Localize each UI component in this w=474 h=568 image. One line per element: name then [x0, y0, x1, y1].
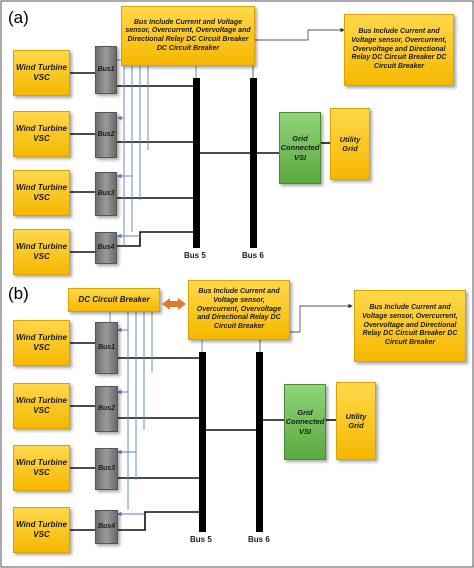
wind-turbine-4-b: Wind Turbine VSC — [13, 507, 70, 553]
bus6-bar-a — [250, 78, 257, 248]
bus6-label-a: Bus 6 — [242, 251, 264, 260]
bus2-b: Bus2 — [95, 386, 118, 432]
wind-turbine-4-a: Wind Turbine VSC — [13, 229, 70, 275]
double-arrow-icon — [162, 298, 186, 310]
bus5-bar-b — [199, 352, 206, 532]
right-sensor-box-a: Bus Include Current and Voltage sensor, … — [344, 14, 454, 86]
bus6-bar-b — [256, 352, 263, 532]
bus5-label-b: Bus 5 — [190, 535, 212, 544]
sensor-box-b: Bus Include Current and Voltage sensor, … — [188, 280, 290, 340]
bus1-a: Bus1 — [95, 46, 117, 94]
bus5-bar-a — [193, 78, 200, 248]
bus5-label-a: Bus 5 — [184, 251, 206, 260]
grid-vsi-b: Grid Connected VSI — [284, 384, 326, 460]
wind-turbine-1-a: Wind Turbine VSC — [13, 50, 70, 96]
wind-turbine-3-a: Wind Turbine VSC — [13, 170, 70, 216]
bus1-b: Bus1 — [95, 322, 118, 374]
utility-grid-a: Utility Grid — [330, 108, 370, 180]
wind-turbine-1-b: Wind Turbine VSC — [13, 320, 70, 366]
grid-vsi-a: Grid Connected VSI — [279, 112, 321, 184]
right-sensor-box-b: Bus Include Current and Voltage sensor, … — [354, 290, 466, 362]
bus4-a: Bus4 — [95, 232, 117, 264]
wind-turbine-2-a: Wind Turbine VSC — [13, 111, 70, 157]
bus6-label-b: Bus 6 — [248, 535, 270, 544]
breaker-box-b: DC Circuit Breaker — [68, 288, 160, 312]
wind-turbine-2-b: Wind Turbine VSC — [13, 383, 70, 429]
panel-a-label: (a) — [8, 8, 29, 27]
bus2-a: Bus2 — [95, 112, 117, 158]
bus3-a: Bus3 — [95, 172, 117, 216]
panel-b-label: (b) — [8, 284, 29, 303]
bus4-b: Bus4 — [95, 510, 118, 544]
wind-turbine-3-b: Wind Turbine VSC — [13, 445, 70, 491]
bus3-b: Bus3 — [95, 448, 118, 490]
sensor-box-a: Bus Include Current and Voltage sensor, … — [121, 6, 255, 66]
utility-grid-b: Utility Grid — [336, 382, 376, 460]
